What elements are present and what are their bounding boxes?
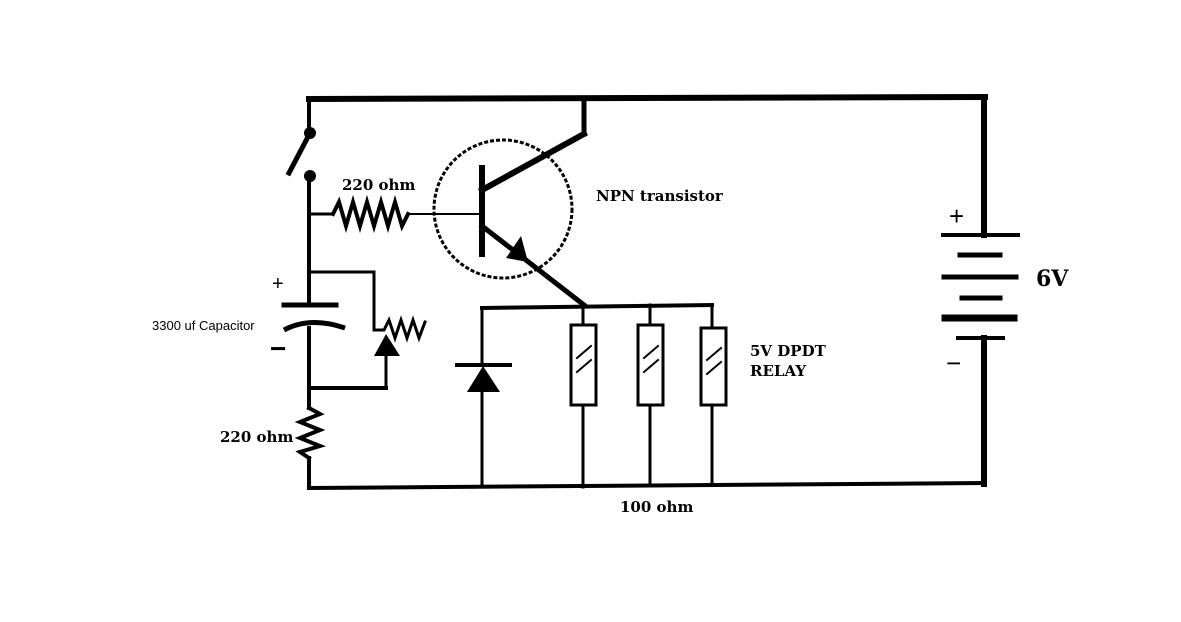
battery-icon [941,233,1020,340]
timing-resistor-label: 220 ohm [220,428,293,446]
bottom-resistor-label: 100 ohm [620,498,693,516]
battery-plus-sign: + [949,201,964,231]
polarized-capacitor-icon [281,302,346,333]
battery-voltage-label: 6V [1036,266,1069,292]
transistor-label: NPN transistor [596,187,724,205]
top-wire [305,93,989,103]
timing-resistor-icon [294,405,327,461]
base-resistor-label: 220 ohm [342,176,415,194]
diode-icon [455,306,512,489]
capacitor-plus-sign: + [272,273,284,295]
npn-transistor-icon [432,96,589,309]
variable-resistor-icon [307,270,427,390]
spst-switch-icon [285,127,316,182]
capacitor-label: 3300 uf Capacitor [152,318,255,333]
bottom-wire [306,480,988,491]
capacitor-minus-sign: − [270,333,286,364]
relay-coil-3-icon [699,303,728,487]
relay-coil-1-icon [569,303,598,489]
base-resistor-icon [307,194,483,234]
relay-label-line2: RELAY [750,362,806,380]
relay-coil-2-icon [636,303,665,488]
battery-minus-sign: − [946,348,961,378]
relay-label-line1: 5V DPDT [750,342,827,360]
emitter-bus-wire [479,302,715,311]
